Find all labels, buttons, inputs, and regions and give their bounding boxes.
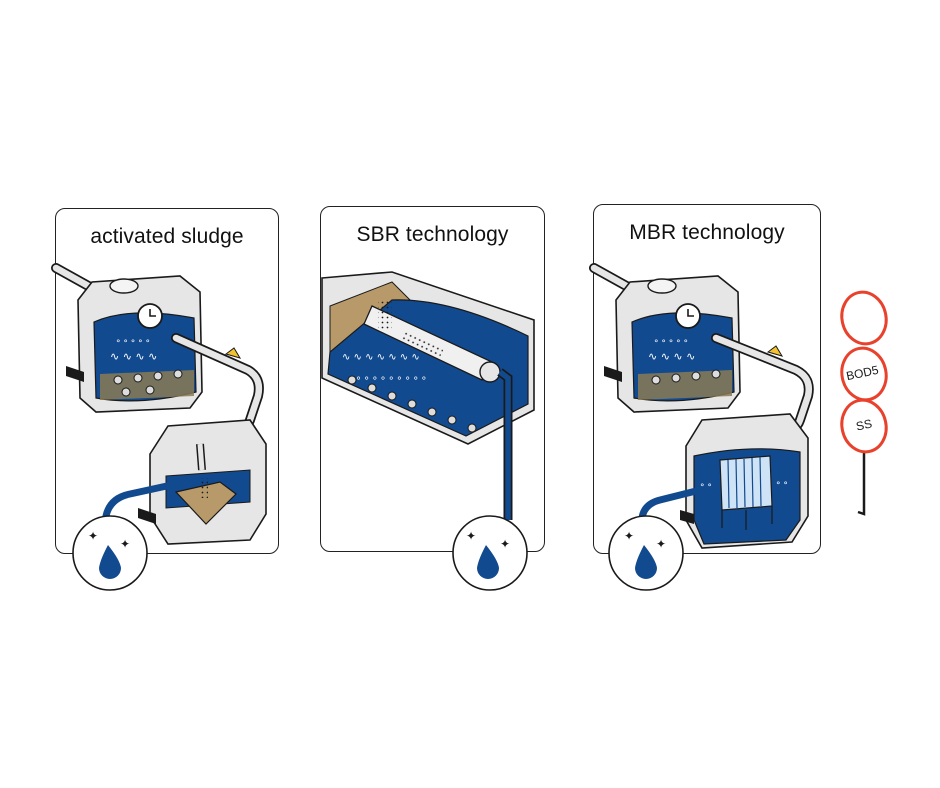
svg-text:✦: ✦ [88, 529, 98, 543]
svg-text:✦: ✦ [656, 537, 666, 551]
svg-text:✦: ✦ [624, 529, 634, 543]
svg-text:° °: ° ° [776, 481, 788, 491]
sbr-illustration: ∿ ∿ ∿ ∿ ∿ ∿ ∿ ° ° ° ° ° ° ° ° ° ✦ ✦ [321, 271, 535, 591]
pollutant-indicator [840, 290, 888, 516]
svg-text:° °: ° ° [700, 483, 712, 493]
svg-text:∿ ∿ ∿ ∿: ∿ ∿ ∿ ∿ [110, 350, 157, 363]
clean-water-icon: ✦ ✦ [608, 515, 684, 591]
svg-text:✦: ✦ [500, 537, 510, 551]
clean-water-icon: ✦ ✦ [72, 515, 148, 591]
clarifier-tank [138, 419, 267, 545]
aeration-tank: ∿ ∿ ∿ ∿ ° ° ° ° ° [604, 275, 741, 413]
activated-sludge-illustration: ∿ ∿ ∿ ∿ ° ° ° ° ° ✦ ✦ [51, 263, 267, 591]
svg-text:° ° ° ° °: ° ° ° ° ° [116, 339, 150, 349]
clock-icon [137, 303, 163, 329]
indicator-ring-ss [840, 398, 888, 454]
flow-arrow [224, 347, 242, 359]
flow-arrow [766, 345, 784, 357]
indicator-ring-top [840, 290, 888, 346]
svg-text:✦: ✦ [120, 537, 130, 551]
panel-title: activated sludge [90, 225, 244, 248]
clean-water-icon: ✦ ✦ [452, 515, 528, 591]
aeration-tank: ∿ ∿ ∿ ∿ ° ° ° ° ° [66, 275, 203, 413]
mbr-illustration: ∿ ∿ ∿ ∿ ° ° ° ° ° ° ° ° ° [589, 263, 814, 591]
svg-text:∿ ∿ ∿ ∿: ∿ ∿ ∿ ∿ [648, 350, 695, 363]
panel-title: MBR technology [629, 221, 785, 244]
membrane-tank: ° ° ° ° [680, 413, 809, 549]
indicator-ring-bod5 [840, 346, 888, 402]
clock-icon [675, 303, 701, 329]
svg-text:∿ ∿ ∿ ∿ ∿ ∿ ∿: ∿ ∿ ∿ ∿ ∿ ∿ ∿ [342, 352, 420, 363]
svg-text:° ° ° ° °: ° ° ° ° ° [654, 339, 688, 349]
svg-text:✦: ✦ [466, 529, 476, 543]
panel-title: SBR technology [356, 223, 509, 246]
svg-text:° ° ° ° ° ° ° ° °: ° ° ° ° ° ° ° ° ° [356, 376, 426, 387]
